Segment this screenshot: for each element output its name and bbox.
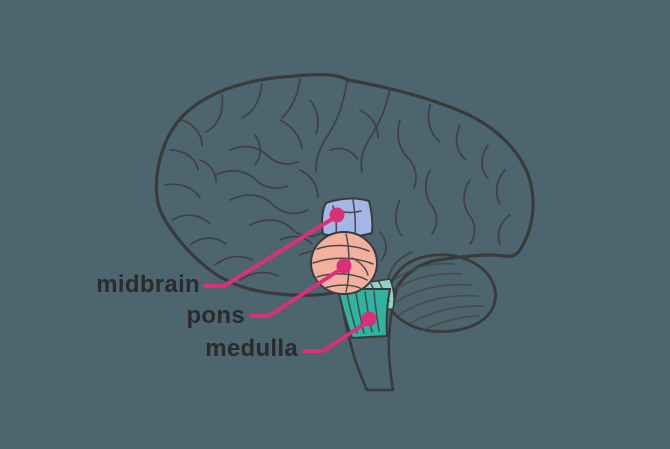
medulla-marker-dot [361, 311, 377, 327]
medulla-leader-line [302, 319, 371, 353]
cerebellum-striations [390, 262, 484, 331]
pons-marker-dot [336, 258, 352, 274]
midbrain-label: midbrain [96, 271, 200, 298]
pons-lines [312, 233, 374, 293]
midbrain-leader-line [203, 214, 339, 288]
pons-leader-line [249, 265, 346, 318]
midbrain-marker-dot [329, 207, 345, 223]
cerebrum-outline [154, 73, 535, 298]
medulla-label: medulla [205, 335, 298, 362]
pons-label: pons [186, 302, 245, 329]
